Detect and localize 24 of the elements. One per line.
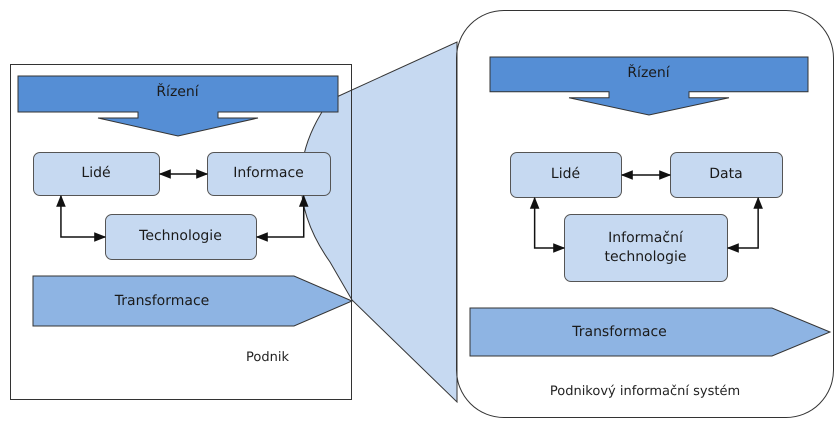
frame-caption: Podnik: [245, 350, 290, 365]
process-box: Technologie: [104, 214, 256, 260]
process-box: Informace: [206, 152, 330, 196]
right-arrow-banner: [32, 276, 352, 326]
connector-arrow: [530, 196, 566, 253]
banner-label: Řízení: [155, 84, 200, 100]
process-box: Lidé: [510, 152, 622, 198]
system-frame: [456, 10, 834, 418]
banner-label: Řízení: [626, 64, 671, 80]
banner-label: Transformace: [571, 324, 668, 340]
connector-arrow: [158, 169, 208, 179]
process-box: Informační technologie: [564, 214, 728, 282]
enterprise-frame: [10, 64, 352, 400]
process-box: Lidé: [32, 152, 160, 196]
banner-label: Transformace: [114, 292, 210, 308]
process-box: Data: [670, 152, 782, 198]
right-arrow-banner: [470, 308, 830, 356]
down-arrow-banner: [490, 56, 808, 114]
connector-arrow: [56, 194, 106, 242]
frame-caption: Podnikový informační systém: [548, 384, 742, 399]
connector-arrow: [620, 170, 672, 180]
down-arrow-banner: [18, 76, 338, 136]
connector-arrow: [256, 194, 309, 242]
connector-arrow: [726, 196, 763, 253]
